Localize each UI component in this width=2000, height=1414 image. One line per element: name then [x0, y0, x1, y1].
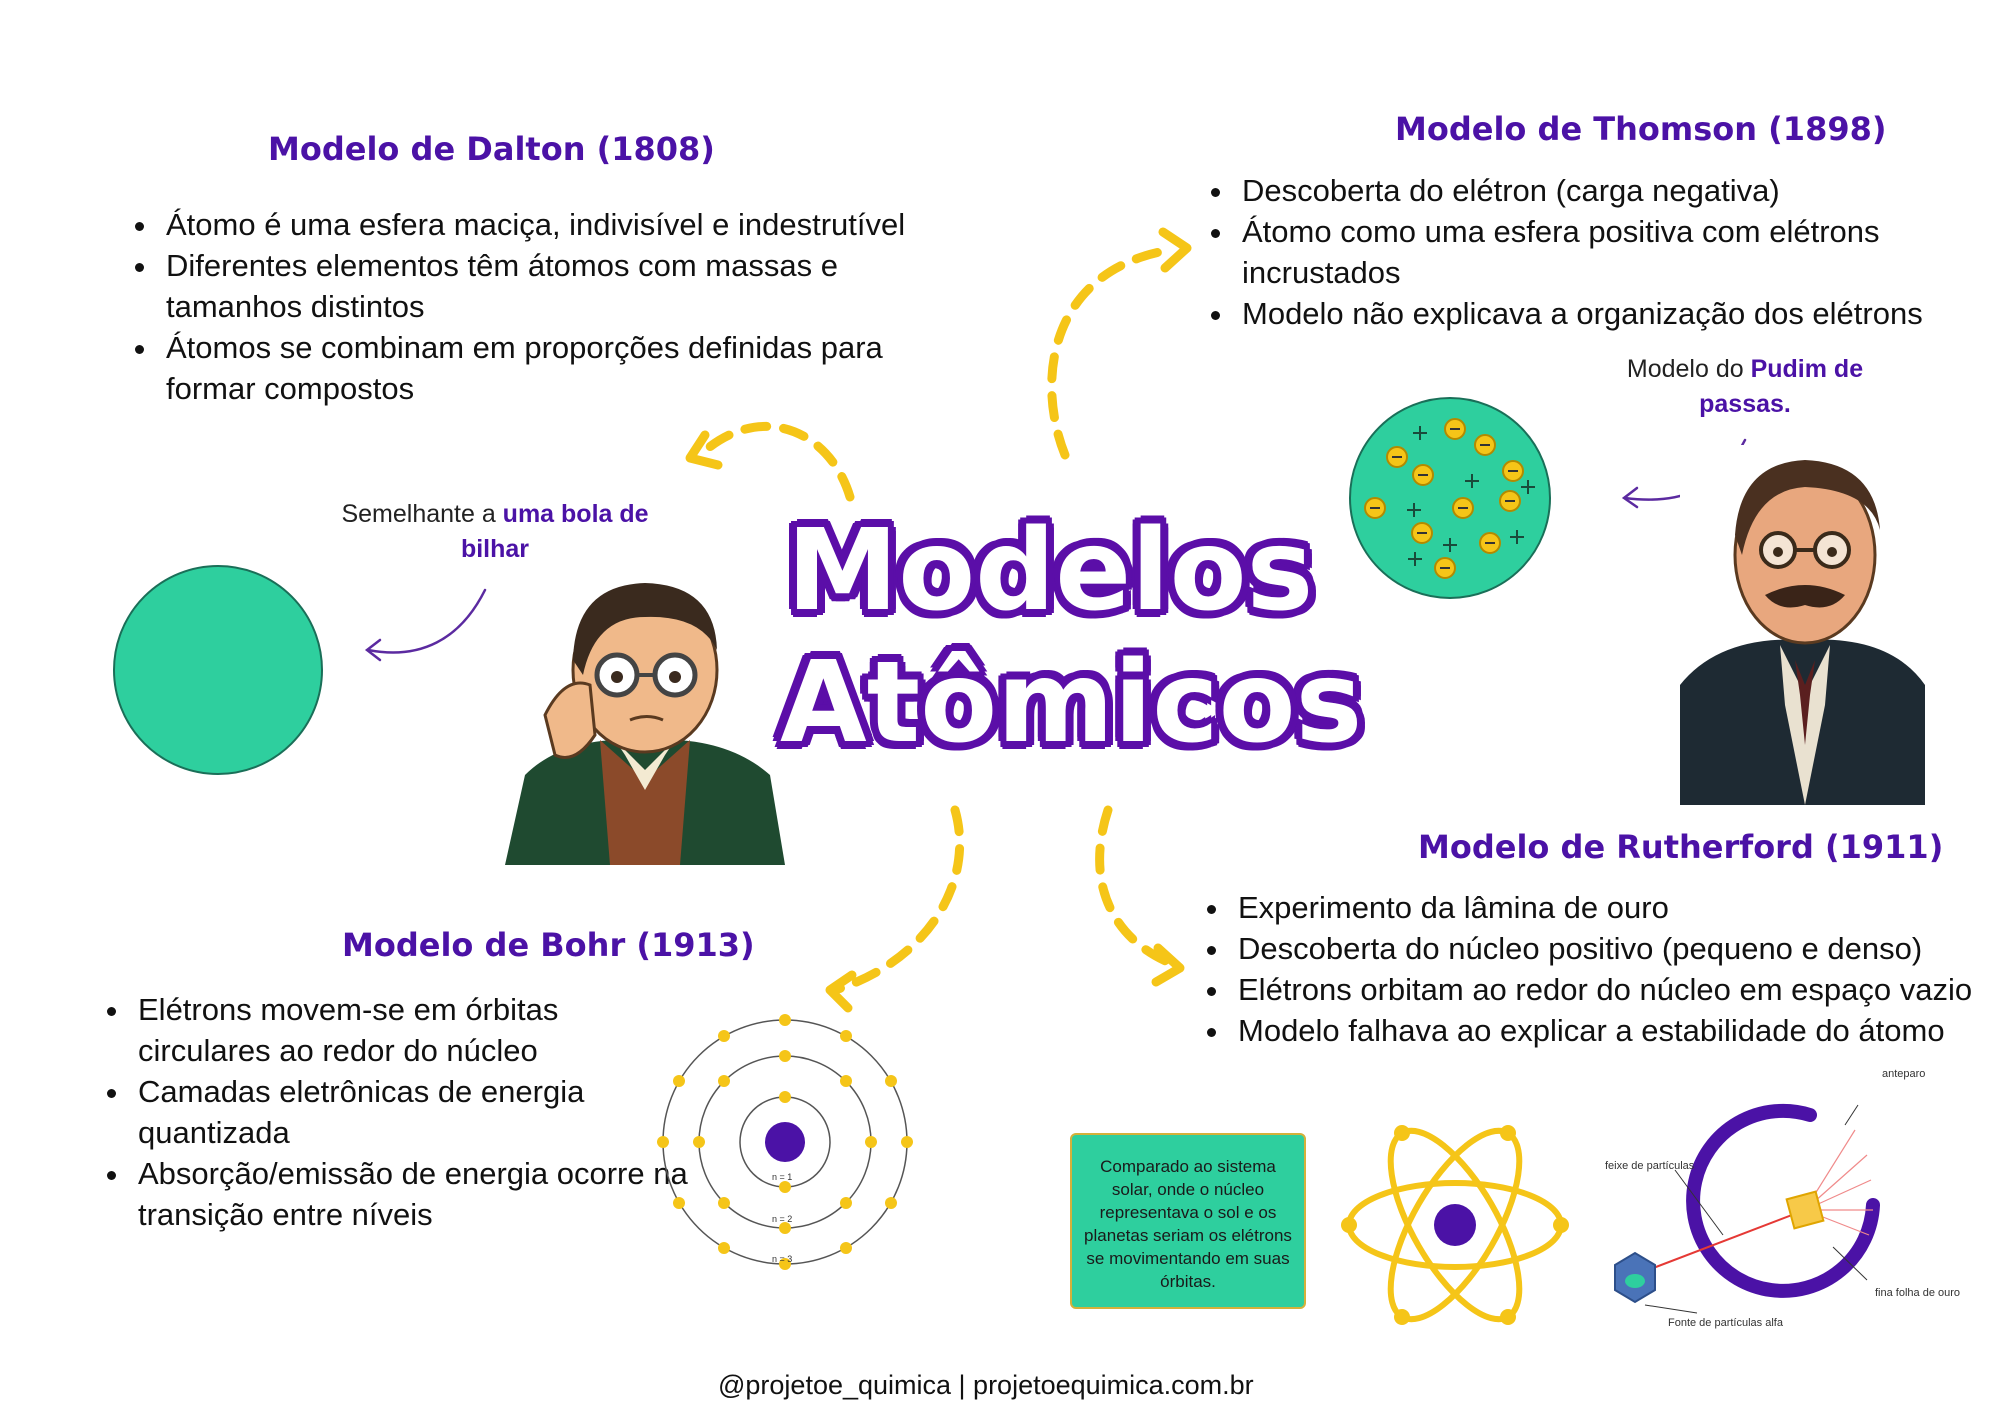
list-item: Descoberta do núcleo positivo (pequeno e…	[1232, 928, 2000, 969]
list-item: Átomos se combinam em proporções definid…	[160, 327, 960, 409]
list-item: Camadas eletrônicas de energia quantizad…	[132, 1071, 692, 1153]
main-title: Modelos Atômicos	[780, 505, 1363, 769]
thomson-bullets: Descoberta do elétron (carga negativa) Á…	[1196, 170, 2000, 334]
bohr-atom	[657, 1014, 913, 1270]
screen-ring	[1686, 1103, 1880, 1298]
footer: @projetoe_quimica | projetoequimica.com.…	[718, 1370, 1254, 1400]
list-item: Absorção/emissão de energia ocorre na tr…	[132, 1153, 692, 1235]
bohr-title: Modelo de Bohr (1913)	[342, 926, 755, 964]
dalton-title: Modelo de Dalton (1808)	[268, 130, 715, 168]
main-title-line1: Modelos	[786, 506, 1314, 636]
dalton-note-bold: uma bola de bilhar	[460, 500, 649, 563]
rutherford-atom	[1341, 1125, 1569, 1325]
list-item: Experimento da lâmina de ouro	[1232, 887, 2000, 928]
rutherford-bullets: Experimento da lâmina de ouro Descoberta…	[1192, 887, 2000, 1051]
dalton-bullets: Átomo é uma esfera maciça, indivisível e…	[120, 204, 960, 409]
list-item: Elétrons orbitam ao redor do núcleo em e…	[1232, 969, 2000, 1010]
arrow-to-thomson	[1047, 245, 1175, 460]
arrow-to-rutherford	[1095, 805, 1180, 970]
pointer-dalton	[366, 588, 487, 654]
main-title-line2: Atômicos	[780, 638, 1363, 768]
bohr-level-3: n = 3	[772, 1254, 793, 1264]
particle-source	[1614, 1251, 1656, 1304]
bohr-level-1: n = 1	[772, 1172, 793, 1182]
label-beam: feixe de partículas	[1605, 1160, 1695, 1172]
thomson-note-bold: Pudim de passas.	[1699, 355, 1864, 418]
label-screen: anteparo	[1882, 1068, 1926, 1080]
thomson-title: Modelo de Thomson (1898)	[1395, 110, 1887, 148]
list-item: Átomo como uma esfera positiva com elétr…	[1236, 211, 2000, 293]
bohr-nucleus	[765, 1122, 805, 1162]
comparison-box: Comparado ao sistema solar, onde o núcle…	[1070, 1133, 1306, 1309]
dalton-note: Semelhante a uma bola de bilhar	[335, 497, 655, 567]
plum-pudding-atom	[1349, 397, 1551, 599]
gold-foil-experiment	[1614, 1103, 1880, 1314]
dalton-note-prefix: Semelhante a	[341, 500, 503, 528]
bohr-level-2: n = 2	[772, 1214, 793, 1224]
label-source: Fonte de partículas alfa	[1668, 1317, 1783, 1329]
list-item: Descoberta do elétron (carga negativa)	[1236, 170, 2000, 211]
arrow-to-bohr	[830, 805, 965, 995]
list-item: Elétrons movem-se em órbitas circulares …	[132, 989, 692, 1071]
thomson-portrait	[1680, 445, 1930, 805]
dalton-atom-sphere	[113, 565, 323, 775]
arrowhead-bohr	[825, 970, 857, 1013]
arrowhead-rutherford	[1151, 943, 1185, 987]
list-item: Modelo não explicava a organização dos e…	[1236, 293, 2000, 334]
dalton-portrait	[505, 583, 785, 865]
label-foil: fina folha de ouro	[1875, 1287, 1961, 1299]
list-item: Modelo falhava ao explicar a estabilidad…	[1232, 1010, 2000, 1051]
gold-foil	[1785, 1190, 1825, 1230]
bohr-bullets: Elétrons movem-se em órbitas circulares …	[92, 989, 692, 1235]
list-item: Diferentes elementos têm átomos com mass…	[160, 245, 960, 327]
thomson-note: Modelo do Pudim de passas.	[1600, 352, 1890, 422]
list-item: Átomo é uma esfera maciça, indivisível e…	[160, 204, 960, 245]
arrowhead-thomson	[1158, 227, 1192, 273]
rutherford-title: Modelo de Rutherford (1911)	[1418, 828, 1944, 866]
thomson-note-prefix: Modelo do	[1626, 355, 1751, 383]
arrowhead-dalton	[685, 430, 723, 470]
arrow-to-dalton	[695, 421, 855, 502]
